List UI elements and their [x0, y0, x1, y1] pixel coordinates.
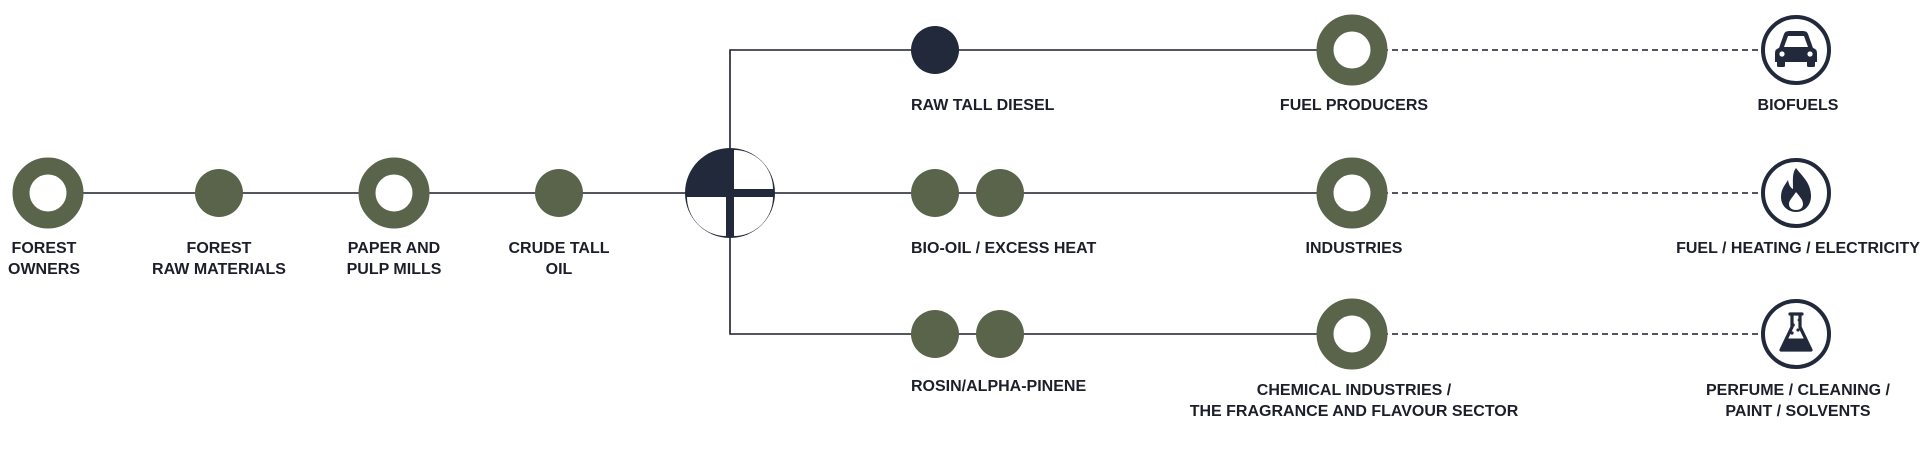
- label-biofuels: BIOFUELS: [1757, 97, 1839, 114]
- connectors: [48, 49, 1796, 335]
- label-perfume-cleaning: PERFUME / CLEANING / PAINT / SOLVENTS: [1705, 382, 1891, 420]
- label-paper-pulp-mills: PAPER AND PULP MILLS: [346, 240, 442, 278]
- branch-connector-1: [729, 49, 1352, 193]
- label-forest-raw-materials: FOREST RAW MATERIALS: [152, 240, 286, 278]
- product-node-bio-oil: [911, 169, 1024, 217]
- refinery-logo-icon: [685, 148, 775, 238]
- product-node-raw-tall-diesel: [911, 26, 959, 74]
- label-bio-oil-excess-heat: BIO-OIL / EXCESS HEAT: [911, 240, 1097, 257]
- consumer-node-fuel-producers: [1316, 14, 1388, 86]
- label-fuel-heating-electricity: FUEL / HEATING / ELECTRICITY: [1676, 240, 1920, 257]
- consumer-node-industries: [1316, 157, 1388, 229]
- label-crude-tall-oil: CRUDE TALL OIL: [508, 240, 610, 278]
- label-rosin-alpha-pinene: ROSIN/ALPHA-PINENE: [911, 378, 1087, 395]
- chain-node-forest-raw-materials: [195, 169, 243, 217]
- chain-node-crude-tall-oil: [535, 169, 583, 217]
- chain-node-paper-pulp-mills: [358, 157, 430, 229]
- label-fuel-producers: FUEL PRODUCERS: [1279, 97, 1429, 114]
- label-raw-tall-diesel: RAW TALL DIESEL: [911, 97, 1055, 114]
- flame-icon: [1761, 158, 1831, 228]
- label-industries: INDUSTRIES: [1305, 240, 1403, 257]
- chain-node-forest-owners: [12, 157, 84, 229]
- product-node-rosin: [911, 310, 1024, 358]
- label-forest-owners: FOREST OWNERS: [8, 240, 80, 278]
- branch-connector-3: [729, 193, 1352, 335]
- consumer-node-chemical-industries: [1316, 298, 1388, 370]
- label-chemical-industries: CHEMICAL INDUSTRIES / THE FRAGRANCE AND …: [1189, 382, 1519, 420]
- flask-icon: [1761, 299, 1831, 369]
- car-icon: [1761, 15, 1831, 85]
